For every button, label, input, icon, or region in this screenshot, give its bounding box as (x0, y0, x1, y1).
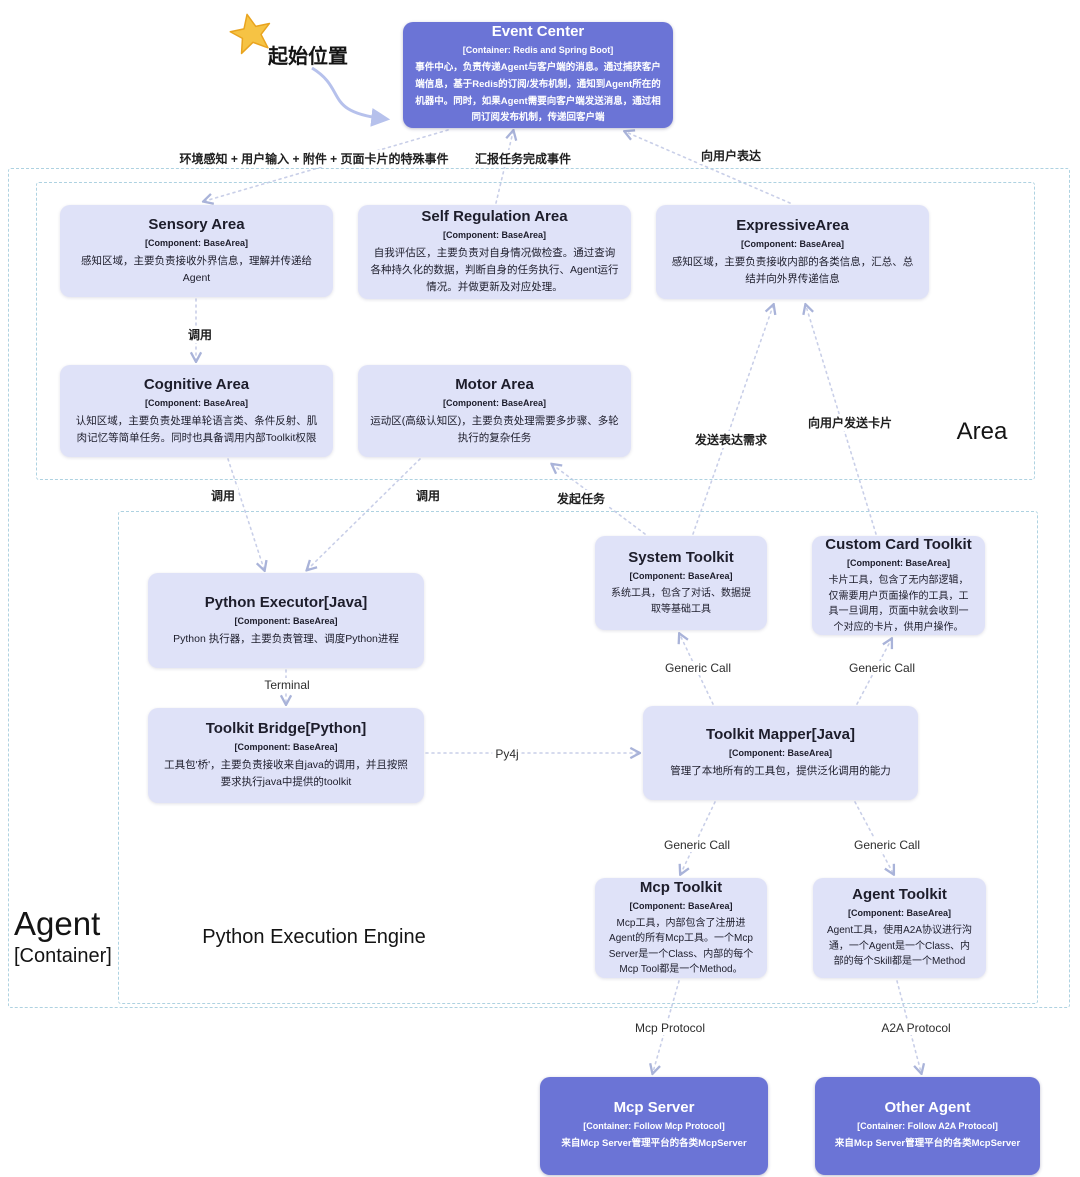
edge-label-express-to-user: 向用户表达 (697, 147, 765, 164)
area-container-frame (36, 182, 1035, 480)
node-body: 卡片工具，包含了无内部逻辑，仅需要用户页面操作的工具，工具一旦调用，页面中就会收… (828, 575, 969, 633)
edge-label-terminal: Terminal (261, 678, 313, 692)
node-motor-area: Motor Area [Component: BaseArea] 运动区(高级认… (358, 365, 631, 457)
node-expressive-area: ExpressiveArea [Component: BaseArea] 感知区… (656, 205, 929, 299)
python-execution-engine-frame (118, 511, 1038, 1004)
node-agent-toolkit: Agent Toolkit [Component: BaseArea] Agen… (813, 878, 986, 978)
node-body: 工具包'桥'，主要负责接收来自java的调用，并且按照要求执行java中提供的t… (164, 759, 408, 788)
edge-label-env-events: 环境感知 + 用户输入 + 附件 + 页面卡片的特殊事件 (176, 150, 452, 167)
start-position-label: 起始位置 (268, 46, 348, 68)
node-subtitle: [Component: BaseArea] (740, 238, 844, 249)
edge-label-start-task: 发起任务 (553, 490, 609, 507)
area-container-label: Area (956, 418, 1008, 445)
node-subtitle: [Component: BaseArea] (629, 900, 733, 911)
node-subtitle: [Container: Redis and Spring Boot] (462, 45, 614, 56)
node-title: System Toolkit (628, 549, 734, 566)
edge-label-send-card: 向用户发送卡片 (804, 414, 896, 431)
edge-label-call-2: 调用 (207, 487, 239, 504)
node-sensory-area: Sensory Area [Component: BaseArea] 感知区域，… (60, 205, 333, 297)
node-body: 感知区域，主要负责接收外界信息，理解并传递给Agent (81, 254, 312, 284)
edge-label-generic-call-2: Generic Call (845, 661, 919, 675)
node-subtitle: [Component: BaseArea] (728, 748, 832, 759)
node-cognitive-area: Cognitive Area [Component: BaseArea] 认知区… (60, 365, 333, 457)
node-other-agent: Other Agent [Container: Follow A2A Proto… (815, 1077, 1040, 1175)
node-title: Mcp Toolkit (639, 878, 723, 896)
node-title: Python Executor[Java] (204, 593, 368, 611)
node-title: Self Regulation Area (421, 208, 568, 226)
node-body: 事件中心，负责传递Agent与客户端的消息。通过捕获客户端信息，基于Redis的… (415, 62, 661, 124)
node-title: Agent Toolkit (852, 886, 947, 904)
node-subtitle: [Component: BaseArea] (144, 237, 248, 248)
edge-label-mcp-protocol: Mcp Protocol (631, 1021, 709, 1035)
node-body: Mcp工具，内部包含了注册进Agent的所有Mcp工具。一个Mcp Server… (608, 917, 754, 976)
edge-label-send-express-need: 发送表达需求 (691, 431, 771, 448)
node-body: 来自Mcp Server管理平台的各类McpServer (561, 1138, 747, 1150)
node-subtitle: [Container: Follow A2A Protocol] (857, 1121, 998, 1132)
node-toolkit-bridge: Toolkit Bridge[Python] [Component: BaseA… (148, 708, 424, 803)
node-custom-card-toolkit: Custom Card Toolkit [Component: BaseArea… (812, 536, 985, 635)
node-system-toolkit: System Toolkit [Component: BaseArea] 系统工… (595, 536, 767, 630)
node-body: 运动区(高级认知区)，主要负责处理需要多步骤、多轮执行的复杂任务 (370, 414, 619, 444)
edge-label-call-1: 调用 (184, 326, 216, 343)
node-body: Python 执行器，主要负责管理、调度Python进程 (173, 632, 399, 645)
node-title: Toolkit Bridge[Python] (205, 720, 367, 738)
node-subtitle: [Component: BaseArea] (144, 397, 248, 408)
node-self-regulation-area: Self Regulation Area [Component: BaseAre… (358, 205, 631, 299)
node-body: Agent工具，使用A2A协议进行沟通，一个Agent是一个Class、内部的每… (826, 925, 973, 968)
node-body: 感知区域，主要负责接收内部的各类信息，汇总、总结并向外界传递信息 (671, 255, 914, 285)
edge-label-generic-call-1: Generic Call (661, 661, 735, 675)
node-body: 自我评估区，主要负责对自身情况做检查。通过查询各种持久化的数据，判断自身的任务执… (370, 247, 619, 293)
node-subtitle: [Component: BaseArea] (442, 230, 546, 241)
node-title: Event Center (491, 23, 585, 41)
node-body: 来自Mcp Server管理平台的各类McpServer (834, 1138, 1021, 1150)
node-title: Sensory Area (148, 215, 245, 233)
node-mcp-server: Mcp Server [Container: Follow Mcp Protoc… (540, 1077, 768, 1175)
node-python-executor: Python Executor[Java] [Component: BaseAr… (148, 573, 424, 668)
node-title: Toolkit Mapper[Java] (706, 726, 855, 744)
python-execution-engine-label: Python Execution Engine (202, 926, 426, 948)
node-title: Other Agent (884, 1099, 971, 1117)
edge-label-report-done: 汇报任务完成事件 (471, 150, 575, 167)
node-title: ExpressiveArea (736, 216, 849, 234)
node-title: Mcp Server (613, 1099, 695, 1117)
node-subtitle: [Component: BaseArea] (234, 615, 338, 626)
agent-container-frame (8, 168, 1070, 1008)
edge-label-generic-call-4: Generic Call (850, 838, 924, 852)
node-body: 管理了本地所有的工具包，提供泛化调用的能力 (670, 765, 891, 778)
node-subtitle: [Container: Follow Mcp Protocol] (583, 1121, 725, 1132)
node-subtitle: [Component: BaseArea] (234, 742, 338, 753)
edge-label-call-3: 调用 (412, 487, 444, 504)
node-body: 认知区域，主要负责处理单轮语言类、条件反射、肌肉记忆等简单任务。同时也具备调用内… (75, 414, 318, 444)
node-subtitle: [Component: BaseArea] (442, 397, 546, 408)
edge-label-generic-call-3: Generic Call (660, 838, 734, 852)
agent-container-subtitle: [Container] (14, 945, 112, 967)
node-title: Custom Card Toolkit (825, 536, 972, 553)
start-arrow (311, 66, 391, 127)
node-title: Cognitive Area (143, 375, 250, 393)
node-subtitle: [Component: BaseArea] (629, 571, 733, 581)
edge-label-py4j: Py4j (492, 747, 522, 761)
node-body: 系统工具，包含了对话、数据提取等基础工具 (611, 588, 751, 615)
node-subtitle: [Component: BaseArea] (846, 558, 950, 568)
node-event-center: Event Center [Container: Redis and Sprin… (403, 22, 673, 128)
node-toolkit-mapper: Toolkit Mapper[Java] [Component: BaseAre… (643, 706, 918, 800)
edge-label-a2a-protocol: A2A Protocol (878, 1021, 954, 1035)
node-subtitle: [Component: BaseArea] (847, 908, 951, 919)
node-title: Motor Area (455, 375, 534, 393)
node-mcp-toolkit: Mcp Toolkit [Component: BaseArea] Mcp工具，… (595, 878, 767, 978)
agent-container-title: Agent (14, 905, 101, 942)
